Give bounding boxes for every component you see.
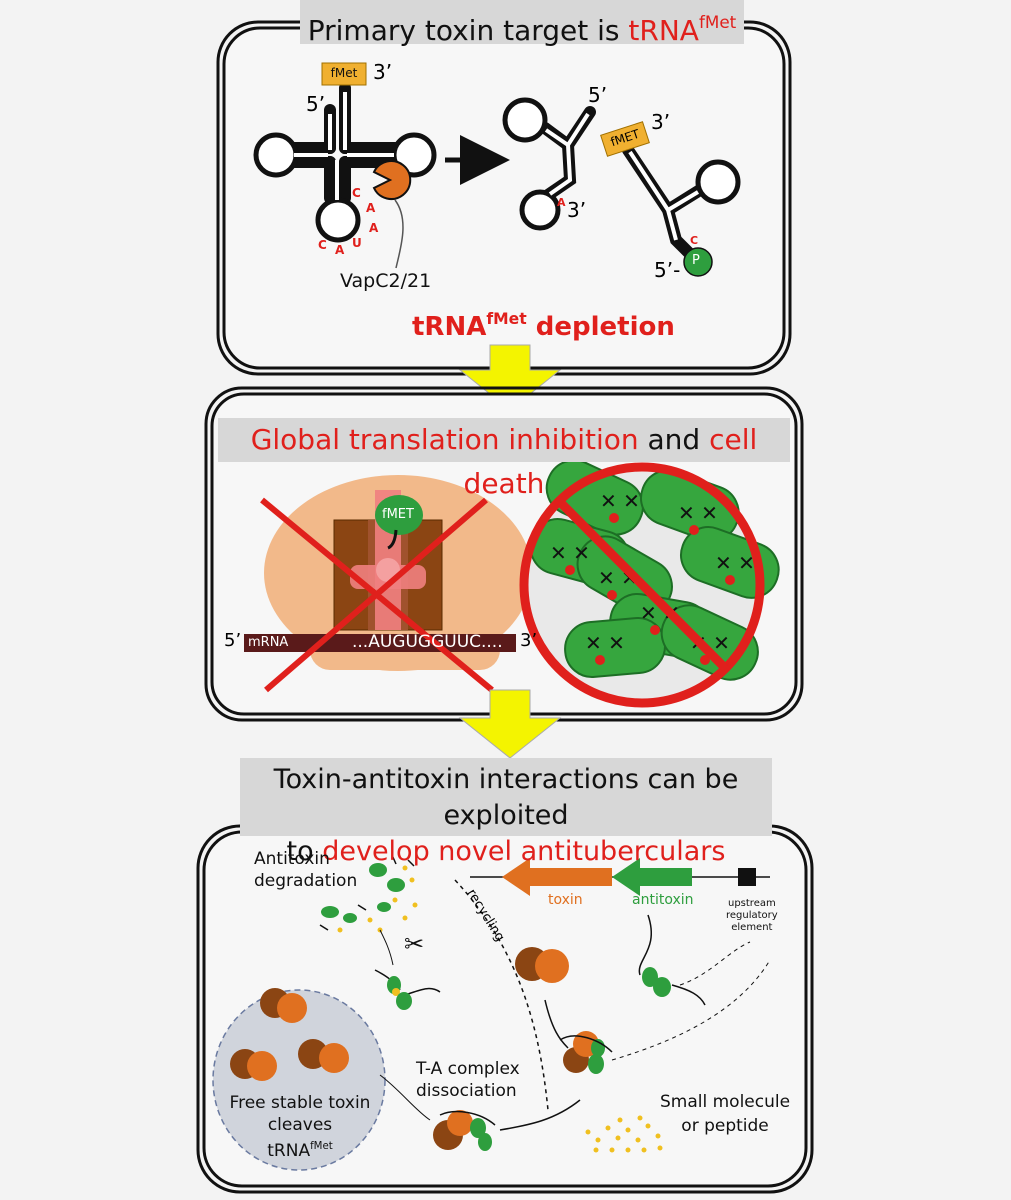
antitoxin-degradation-line2: degradation xyxy=(254,871,358,891)
ta-complex xyxy=(544,999,613,1074)
free-toxin-label: Free stable toxin cleaves tRNAfMet xyxy=(220,1092,380,1162)
antitoxin-gene-arrow xyxy=(612,858,692,896)
panel-1-title-red: tRNA xyxy=(628,13,699,47)
panel-2-title-red1: Global translation inhibition xyxy=(250,423,639,456)
panel-3-title: Toxin-antitoxin interactions can be expl… xyxy=(240,758,772,867)
small-molecule-dots xyxy=(585,1115,663,1153)
antitoxin-fragments xyxy=(319,854,418,933)
toxin-gene-arrow xyxy=(502,858,612,896)
small-molecule-line1: Small molecule xyxy=(660,1092,791,1112)
upstream-line1: upstream xyxy=(727,898,776,909)
mrna-5prime: 5’ xyxy=(224,630,242,651)
free-toxin-line1: Free stable toxin xyxy=(229,1093,371,1113)
free-toxin-line2: cleaves xyxy=(267,1115,333,1135)
panel-3-title-red: develop novel antituberculars xyxy=(322,836,726,867)
phosphate-label: P xyxy=(692,253,700,268)
antitoxin-degradation-label: Antitoxin degradation xyxy=(254,848,357,892)
svg-text:✕ ✕: ✕ ✕ xyxy=(715,551,755,575)
trna-3prime-label: 3’ xyxy=(373,60,393,84)
dead-cells: ✕ ✕ ✕ ✕ ✕ ✕ ✕ ✕ ✕ ✕ ✕ ✕ ✕ ✕ ✕ ✕ xyxy=(519,459,780,708)
trna-5prime-label: 5’ xyxy=(306,92,326,116)
depletion-label: tRNAfMet depletion xyxy=(412,310,675,342)
free-toxin-region xyxy=(212,989,386,1171)
yellow-arrow-2 xyxy=(458,689,562,759)
free-toxin-sup: fMet xyxy=(310,1141,333,1152)
nt-a3: A xyxy=(335,243,345,257)
panel-2-title-red2: cell death xyxy=(463,423,758,500)
nt-a2: A xyxy=(369,221,379,235)
upstream-label: upstream regulatory element xyxy=(726,898,778,934)
dissociating-complex xyxy=(433,1099,581,1151)
toxin-protein xyxy=(515,947,569,983)
nt-u: U xyxy=(352,236,362,250)
antitoxin-gene-label: antitoxin xyxy=(632,892,694,908)
panel-1-title: Primary toxin target is tRNAfMet xyxy=(300,0,744,47)
ta-dissociation-line2: dissociation xyxy=(416,1081,517,1101)
ta-dissociation-line1: T-A complex xyxy=(416,1059,520,1079)
ribosome xyxy=(244,475,532,693)
recycling-path xyxy=(454,879,549,1111)
small-molecule-line2: or peptide xyxy=(681,1116,769,1136)
phosphate-icon xyxy=(683,247,713,277)
svg-text:✕ ✕: ✕ ✕ xyxy=(585,631,625,655)
nt-c2: C xyxy=(318,238,327,252)
free-toxins xyxy=(230,988,349,1081)
frag1-a: A xyxy=(557,196,566,209)
ta-dissociation-label: T-A complex dissociation xyxy=(416,1058,520,1102)
panel-3: ✂ xyxy=(196,824,814,1194)
panel-2-title: Global translation inhibition and cell d… xyxy=(218,418,790,500)
toxin-gene-label: toxin xyxy=(548,892,583,908)
nt-a1: A xyxy=(366,201,376,215)
free-toxin-line3: tRNA xyxy=(267,1141,311,1162)
mrna-label: mRNA xyxy=(248,635,289,650)
depletion-sup: fMet xyxy=(486,310,527,328)
frag2-c: C xyxy=(690,234,699,247)
vapc-enzyme-icon xyxy=(372,160,412,200)
regulatory-element-icon xyxy=(738,868,756,886)
panel-3-title-prefix: to xyxy=(286,836,323,867)
depletion-main: tRNA xyxy=(412,311,487,342)
mrna-3prime: 3’ xyxy=(520,630,538,651)
svg-text:✕ ✕: ✕ ✕ xyxy=(678,501,718,525)
panel-2-title-mid: and xyxy=(638,423,710,456)
scissors-icon: ✂ xyxy=(404,930,424,958)
mrna-sequence: ...AUGUGGUUC.... xyxy=(352,632,503,652)
antitoxin-degradation-line1: Antitoxin xyxy=(254,849,330,869)
antitoxin-protein xyxy=(642,967,671,997)
upstream-line3: element xyxy=(731,922,773,933)
panel-2: ✕ ✕ ✕ ✕ ✕ ✕ ✕ ✕ ✕ ✕ ✕ ✕ ✕ ✕ ✕ ✕ xyxy=(204,386,804,722)
panel-1-title-text: Primary toxin target is xyxy=(307,13,629,47)
enzyme-label: VapC2/21 xyxy=(340,270,432,292)
fmet-tag-left: fMet xyxy=(330,66,358,80)
panel-3-title-line1: Toxin-antitoxin interactions can be expl… xyxy=(273,764,739,831)
depletion-suffix: depletion xyxy=(526,311,675,342)
nt-c1: C xyxy=(352,186,361,200)
frag1-5prime: 5’ xyxy=(588,83,608,107)
frag1-3prime: 3’ xyxy=(567,198,587,222)
upstream-line2: regulatory xyxy=(726,910,778,921)
frag2-3prime: 3’ xyxy=(651,110,671,134)
cleaved-antitoxin xyxy=(374,969,441,1010)
panel-1-title-sup: fMet xyxy=(698,12,737,32)
ribosome-fmet-label: fMET xyxy=(382,507,414,522)
svg-text:✕ ✕: ✕ ✕ xyxy=(600,489,640,513)
svg-text:✕ ✕: ✕ ✕ xyxy=(550,541,590,565)
yellow-arrow-1 xyxy=(458,344,562,411)
small-molecule-label: Small molecule or peptide xyxy=(660,1090,790,1138)
frag2-5prime: 5’- xyxy=(654,258,681,282)
panel-1 xyxy=(216,20,792,376)
